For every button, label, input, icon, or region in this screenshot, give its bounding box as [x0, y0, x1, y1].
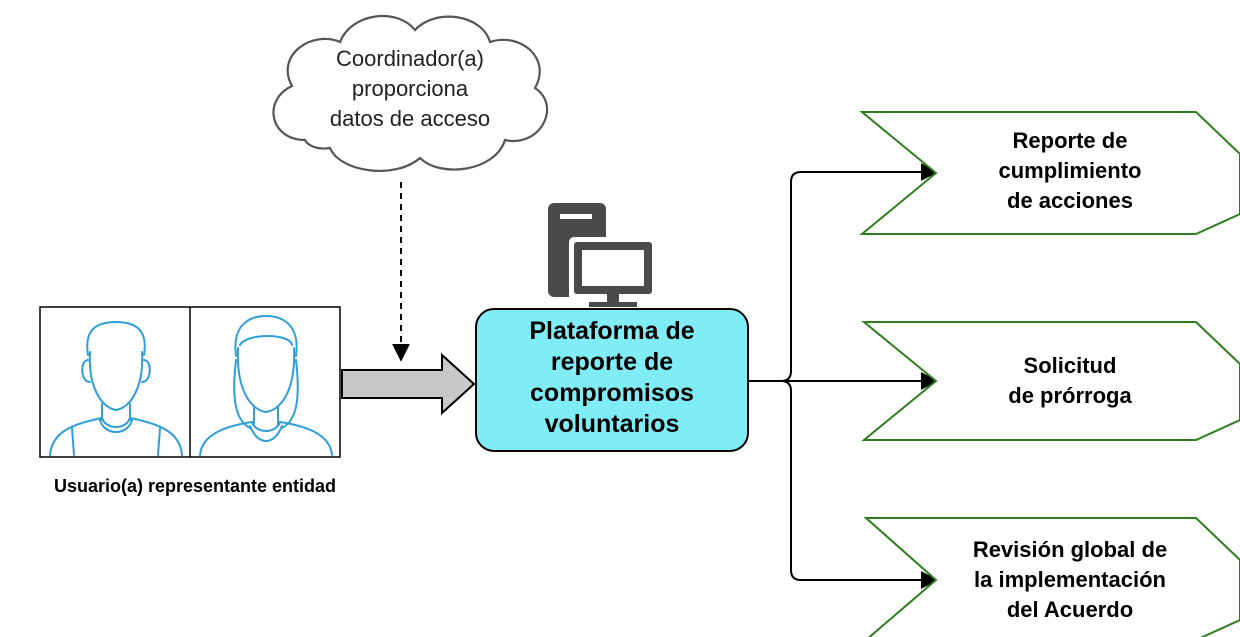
male-user-icon — [49, 321, 183, 456]
output-label-line: cumplimiento — [998, 158, 1142, 183]
output-shape-2 — [861, 321, 1240, 441]
platform-label: Plataforma de reporte de compromisos vol… — [478, 316, 746, 440]
output-label-line: del Acuerdo — [1006, 597, 1134, 622]
output-label-line: de acciones — [1007, 188, 1133, 213]
cloud-label-line: Coordinador(a) — [336, 46, 484, 71]
cloud-label: Coordinador(a) proporciona datos de acce… — [290, 44, 530, 134]
platform-label-line: Plataforma de — [529, 317, 695, 345]
output-shape-3 — [863, 517, 1240, 637]
branch-connectors — [748, 163, 939, 589]
output-label-2: Solicitud de prórroga — [940, 351, 1200, 411]
cloud-label-line: datos de acceso — [329, 106, 491, 131]
cloud-shape — [272, 15, 548, 172]
output-shape-1 — [859, 111, 1240, 235]
input-block-arrow — [341, 352, 476, 416]
output-label-1: Reporte de cumplimiento de acciones — [940, 126, 1200, 216]
platform-label-line: voluntarios — [544, 410, 680, 438]
output-label-line: Revisión global de — [972, 537, 1168, 562]
platform-label-line: reporte de — [550, 348, 674, 376]
output-label-line: Solicitud — [1023, 353, 1117, 378]
computer-icon — [548, 203, 657, 307]
cloud-label-line: proporciona — [351, 76, 469, 101]
female-user-icon — [199, 315, 333, 456]
platform-label-line: compromisos — [530, 379, 694, 407]
users-caption: Usuario(a) representante entidad — [53, 476, 337, 496]
users-panel — [39, 306, 341, 458]
output-label-line: la implementación — [974, 567, 1166, 592]
output-label-line: de prórroga — [1008, 383, 1132, 408]
output-label-line: Reporte de — [1012, 128, 1128, 153]
output-label-3: Revisión global de la implementación del… — [940, 535, 1200, 625]
